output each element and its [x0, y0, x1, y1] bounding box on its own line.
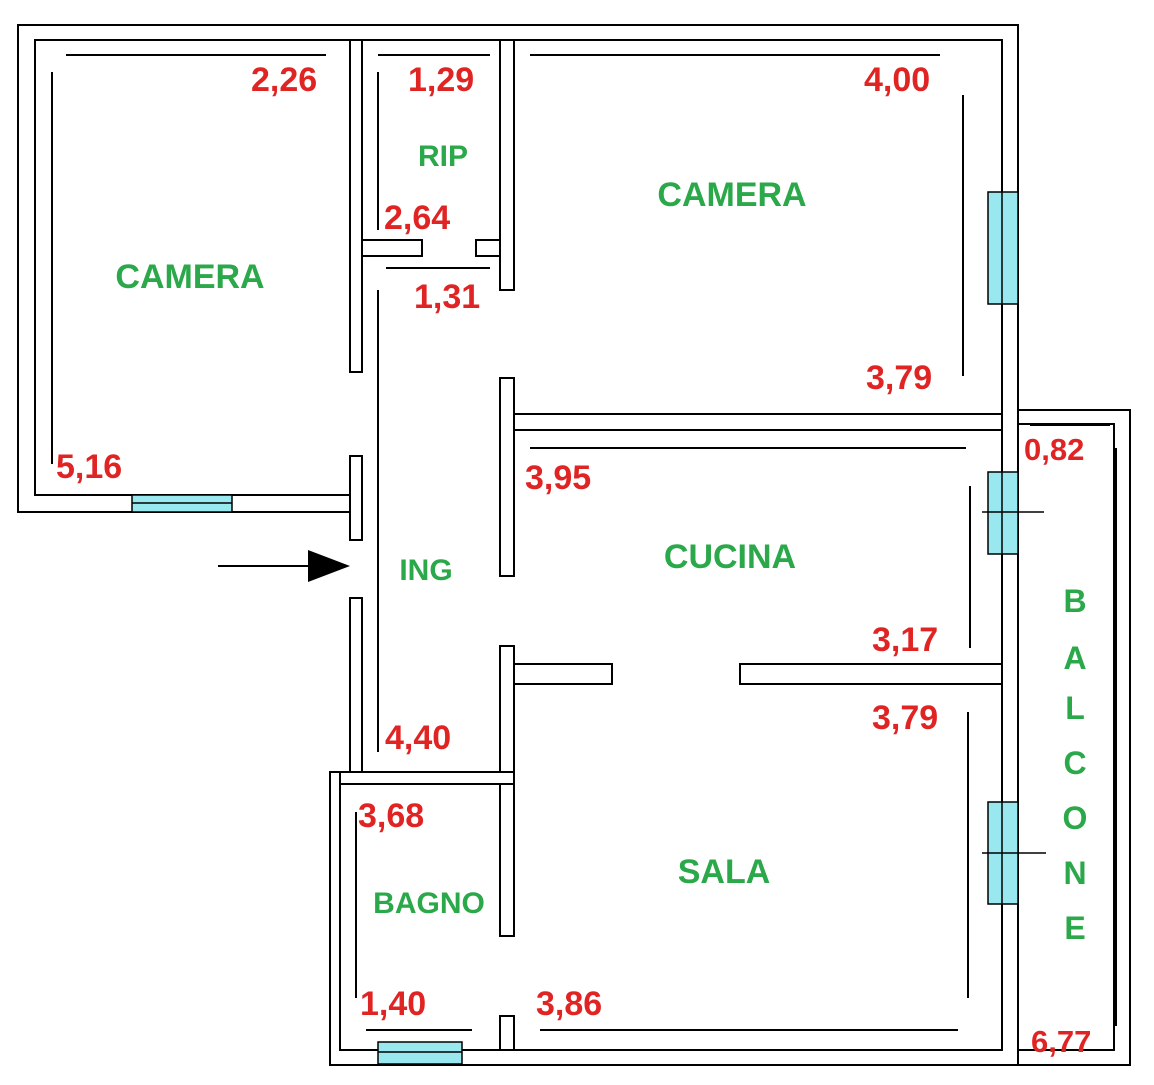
balcony-letter: N [1063, 855, 1086, 891]
balcony-label: B A L C O N E [1063, 583, 1088, 946]
dim-bagno-bottom: 1,40 [360, 985, 426, 1023]
dim-rip-top: 1,29 [408, 61, 474, 99]
room-labels: CAMERA RIP CAMERA ING CUCINA SALA BAGNO [115, 140, 806, 920]
dim-rip-bottom: 2,64 [384, 199, 450, 237]
balcony-letter: O [1063, 800, 1088, 836]
dim-cucina-bottom: 3,17 [872, 621, 938, 659]
balcony [1017, 409, 1131, 1066]
dim-balcone-top: 0,82 [1024, 432, 1084, 467]
interior-walls [339, 39, 1003, 1051]
outer-walls [17, 24, 1019, 1066]
dim-corridor-top: 1,31 [414, 278, 480, 316]
dimension-labels: 2,26 5,16 1,29 2,64 1,31 4,00 3,79 3,95 … [56, 61, 1091, 1059]
dim-camera-left-top: 2,26 [251, 61, 317, 99]
dim-sala-bottom: 3,86 [536, 985, 602, 1023]
balcony-letter: E [1064, 910, 1085, 946]
inner-lines [51, 54, 971, 1031]
balcony-letter: B [1063, 583, 1086, 619]
dim-cucina-top: 3,95 [525, 459, 591, 497]
entrance-arrow-icon [218, 550, 350, 582]
dim-bagno-top: 3,68 [358, 797, 424, 835]
dim-camera-left-bottom: 5,16 [56, 448, 122, 486]
windows [131, 191, 1046, 1065]
dim-sala-top: 3,79 [872, 699, 938, 737]
balcony-letter: A [1063, 640, 1086, 676]
window-camera-right [987, 191, 1019, 305]
room-label-bagno: BAGNO [373, 887, 485, 920]
room-label-ing: ING [399, 554, 452, 587]
room-label-cucina: CUCINA [664, 538, 796, 576]
window-cucina [987, 471, 1019, 555]
room-label-camera-left: CAMERA [115, 258, 264, 296]
room-label-sala: SALA [678, 853, 771, 891]
room-label-rip: RIP [418, 140, 468, 173]
dim-camera-right-bottom: 3,79 [866, 359, 932, 397]
dim-balcone-bottom: 6,77 [1031, 1024, 1091, 1059]
dim-ing-bottom: 4,40 [385, 719, 451, 757]
balcony-letter: L [1065, 690, 1085, 726]
window-bagno [377, 1041, 463, 1065]
room-label-camera-right: CAMERA [657, 176, 806, 214]
balcony-letter: C [1063, 745, 1086, 781]
dim-camera-right-top: 4,00 [864, 61, 930, 99]
